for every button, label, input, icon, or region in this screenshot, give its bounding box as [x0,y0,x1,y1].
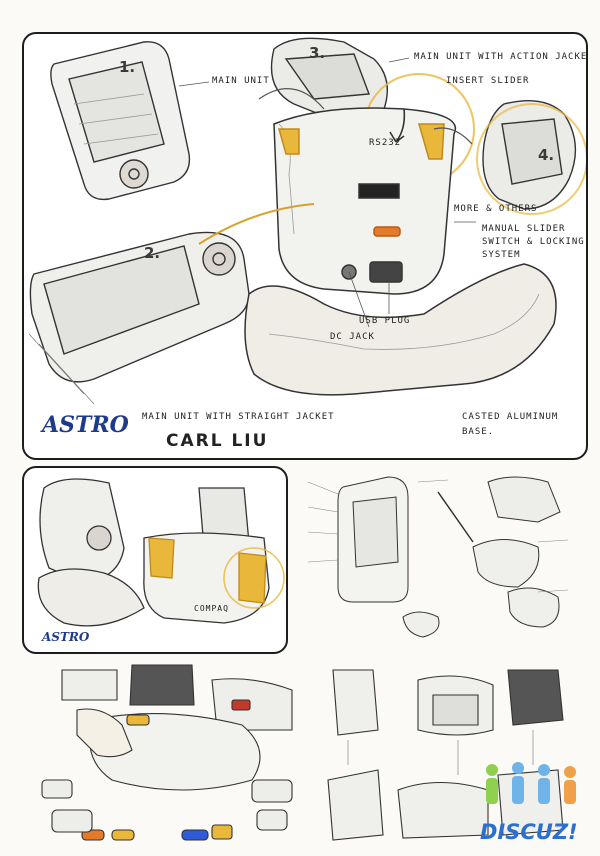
label-main-unit: MAIN UNIT [212,76,270,86]
number-2: 2. [144,244,161,262]
arrow-3 [395,108,406,143]
arrow-2 [198,203,315,245]
label-insert-slider: INSERT SLIDER [446,76,530,86]
label-dc-jack: DC JACK [330,332,375,342]
label-more-others: MORE & OTHERS [454,204,538,214]
secondary-sketch-drawing [37,478,285,627]
label-straight-jacket: MAIN UNIT WITH STRAIGHT JACKET [142,412,335,422]
discuz-text: DISCUZ! [480,820,578,844]
hand-dock-parts-area [22,660,312,850]
technical-views-drawing [307,476,569,638]
astro-logo-secondary: ASTRO [42,630,90,644]
label-system: SYSTEM [482,250,521,260]
number-1: 1. [119,58,136,76]
label-rs232: RS232 [369,138,402,148]
label-casted: CASTED ALUMINUM [462,412,559,422]
hand-dock-drawing [41,664,293,841]
action-jacket-unit-3-sketch [270,37,388,126]
number-4: 4. [538,146,555,164]
jacket-unit-4-sketch [482,99,577,210]
label-usb-plug: USB PLUG [359,316,411,326]
pda-unit-2-sketch [28,231,250,405]
main-sketch-drawing [28,37,586,405]
brand-compaq: COMPAQ [194,604,229,613]
label-switch-locking: SWITCH & LOCKING [482,237,585,247]
label-base: BASE. [462,427,495,437]
technical-views-area [298,462,588,650]
label-action-jacket: MAIN UNIT WITH ACTION JACKET [414,52,588,62]
astro-logo: ASTRO [42,412,129,438]
pda-unit-1-sketch [50,41,191,201]
signature: CARL LIU [166,431,269,451]
discuz-figures-icon [486,762,576,804]
number-3: 3. [309,44,326,62]
discuz-watermark: DISCUZ! [470,760,598,852]
label-manual-slider: MANUAL SLIDER [482,224,566,234]
arrow-4 [433,127,473,145]
dock-cradle-sketch [244,107,557,396]
secondary-sketch-panel: ASTRO COMPAQ [22,466,288,654]
arrow-1 [258,88,325,110]
main-sketch-panel: 1. 2. 3. 4. MAIN UNIT MAIN UNIT WITH ACT… [22,32,588,460]
